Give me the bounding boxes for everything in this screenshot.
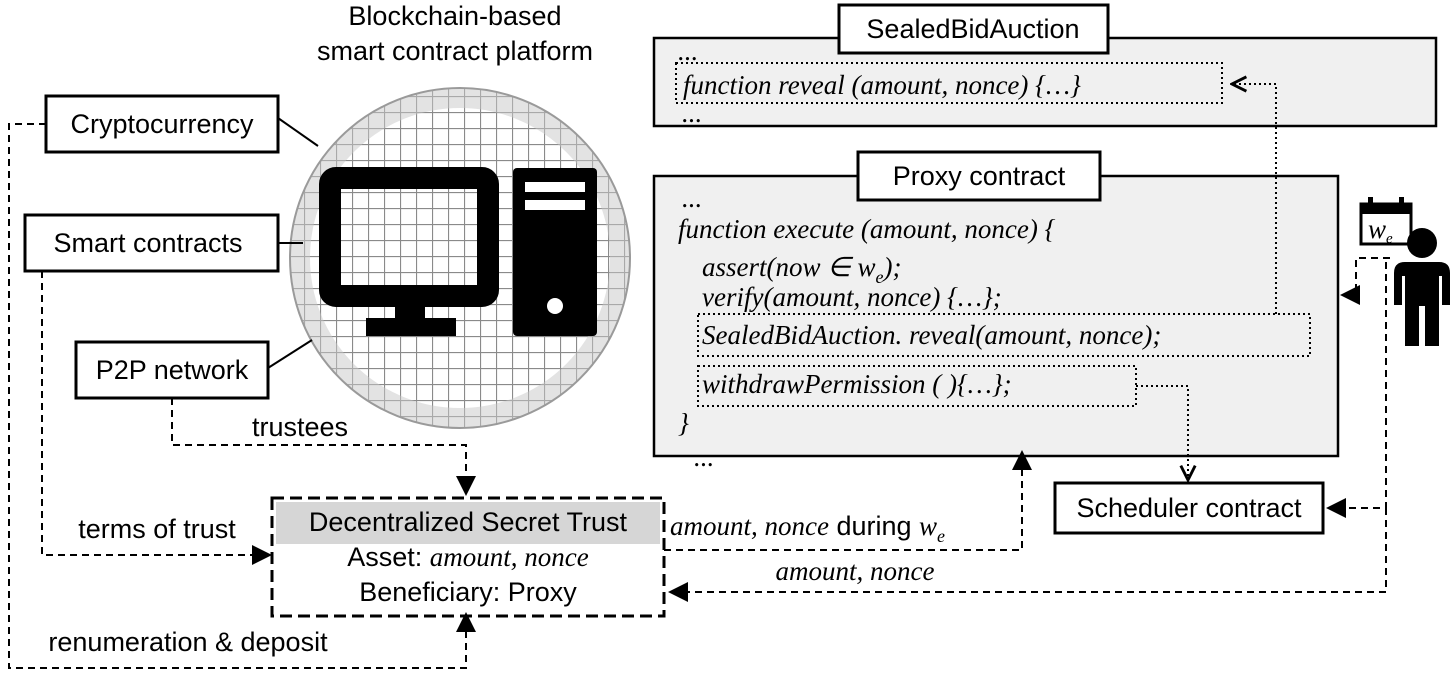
calendar-label: we bbox=[1368, 214, 1393, 247]
user-to-trust-arrow bbox=[668, 508, 1387, 602]
trust-header-band bbox=[276, 502, 660, 544]
renumeration-arrow bbox=[8, 123, 476, 669]
connector-p2p bbox=[267, 339, 313, 369]
terms-of-trust-arrow bbox=[41, 271, 272, 565]
proxy-line-assert: assert(now ∈ we); bbox=[702, 252, 902, 287]
proxy-to-sba-reveal-arrow bbox=[1232, 84, 1277, 314]
renumeration-label: renumeration & deposit bbox=[48, 627, 328, 657]
cryptocurrency-label: Cryptocurrency bbox=[70, 109, 254, 139]
calendar-icon: we bbox=[1359, 197, 1413, 247]
user-to-proxy-arrow bbox=[1340, 257, 1390, 305]
withdraw-to-scheduler-arrow bbox=[1136, 385, 1188, 480]
proxy-withdraw-highlight bbox=[697, 365, 1137, 407]
trustees-arrow bbox=[171, 398, 476, 496]
proxy-reveal-highlight bbox=[697, 313, 1311, 357]
proxy-line-close: } bbox=[678, 408, 689, 438]
proxy-line-reveal: SealedBidAuction. reveal(amount, nonce); bbox=[702, 320, 1161, 350]
connector-cryptocurrency bbox=[277, 117, 319, 147]
computer-icon bbox=[319, 167, 597, 336]
p2p-network-box bbox=[74, 340, 270, 400]
trust-title: Decentralized Secret Trust bbox=[309, 507, 628, 537]
proxy-contract-title: Proxy contract bbox=[893, 161, 1066, 191]
terms-of-trust-label: terms of trust bbox=[78, 514, 236, 544]
platform-title-line2: smart contract platform bbox=[317, 36, 593, 66]
proxy-line-verify: verify(amount, nonce) {…}; bbox=[702, 282, 1002, 312]
scheduler-contract-label: Scheduler contract bbox=[1076, 493, 1302, 523]
scheduler-contract-box bbox=[1053, 481, 1325, 535]
smart-contracts-label: Smart contracts bbox=[53, 228, 242, 258]
sba-reveal-highlight bbox=[675, 62, 1223, 104]
proxy-contract-panel bbox=[652, 174, 1340, 458]
sealed-bid-auction-title-box bbox=[837, 3, 1110, 55]
during-label: amount, nonce during we bbox=[670, 511, 945, 546]
proxy-line-ellipsis-bottom: ... bbox=[694, 442, 714, 472]
sealed-bid-auction-title: SealedBidAuction bbox=[866, 14, 1079, 44]
user-icon bbox=[1394, 228, 1450, 346]
sba-reveal-line: function reveal (amount, nonce) {…} bbox=[683, 70, 1081, 100]
smart-contracts-box bbox=[23, 213, 280, 273]
proxy-contract-title-box bbox=[856, 150, 1102, 202]
sba-ellipsis-top: ... bbox=[678, 36, 698, 66]
trust-asset-line: Asset: amount, nonce bbox=[347, 542, 589, 572]
trust-beneficiary-line: Beneficiary: Proxy bbox=[359, 577, 577, 607]
sba-ellipsis-bottom: ... bbox=[682, 98, 702, 128]
trustees-label: trustees bbox=[252, 412, 348, 442]
amount-nonce-label: amount, nonce bbox=[776, 556, 935, 586]
trust-to-proxy-arrow bbox=[664, 450, 1032, 551]
proxy-line-withdraw: withdrawPermission ( ){…}; bbox=[702, 369, 1012, 399]
p2p-network-label: P2P network bbox=[96, 355, 249, 385]
proxy-line-ellipsis: ... bbox=[682, 183, 702, 213]
proxy-line-execute: function execute (amount, nonce) { bbox=[678, 214, 1056, 244]
platform-title-line1: Blockchain-based bbox=[348, 1, 561, 31]
